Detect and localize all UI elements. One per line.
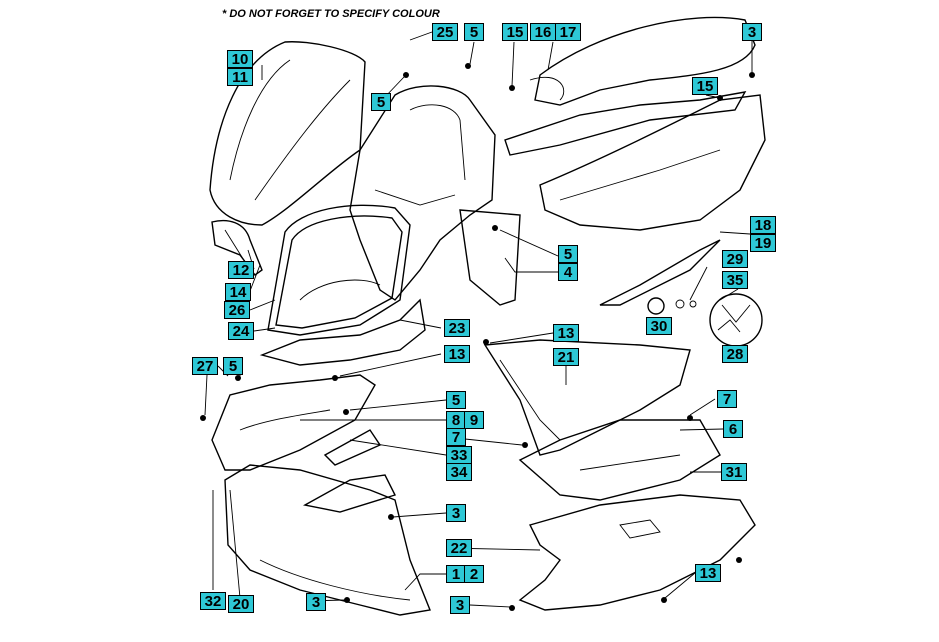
callout-4[interactable]: 4 — [558, 263, 578, 281]
callout-10[interactable]: 10 — [227, 50, 253, 68]
callout-2[interactable]: 2 — [464, 565, 484, 583]
callout-5[interactable]: 5 — [371, 93, 391, 111]
callout-3[interactable]: 3 — [742, 23, 762, 41]
callout-35[interactable]: 35 — [722, 271, 748, 289]
callout-8[interactable]: 8 — [446, 411, 466, 429]
callout-17[interactable]: 17 — [555, 23, 581, 41]
callout-13[interactable]: 13 — [553, 324, 579, 342]
callout-16[interactable]: 16 — [530, 23, 556, 41]
callout-29[interactable]: 29 — [722, 250, 748, 268]
callout-14[interactable]: 14 — [225, 283, 251, 301]
callout-1[interactable]: 1 — [446, 565, 466, 583]
callout-31[interactable]: 31 — [721, 463, 747, 481]
callout-15[interactable]: 15 — [502, 23, 528, 41]
lower-skirt-part — [518, 494, 756, 611]
callout-28[interactable]: 28 — [722, 345, 748, 363]
callout-32[interactable]: 32 — [200, 592, 226, 610]
colour-note: * DO NOT FORGET TO SPECIFY COLOUR — [222, 8, 440, 20]
callout-3[interactable]: 3 — [446, 504, 466, 522]
callout-13[interactable]: 13 — [695, 564, 721, 582]
front-mudguard-part — [224, 464, 431, 616]
callout-20[interactable]: 20 — [228, 595, 254, 613]
callout-3[interactable]: 3 — [450, 596, 470, 614]
callout-27[interactable]: 27 — [192, 357, 218, 375]
rear-top-cover-part — [504, 16, 756, 156]
front-cover-part — [211, 374, 382, 471]
callout-5[interactable]: 5 — [223, 357, 243, 375]
callout-34[interactable]: 34 — [446, 463, 472, 481]
callout-18[interactable]: 18 — [750, 216, 776, 234]
callout-7[interactable]: 7 — [717, 390, 737, 408]
callout-13[interactable]: 13 — [444, 345, 470, 363]
inner-shield-part — [349, 85, 521, 306]
callout-5[interactable]: 5 — [446, 391, 466, 409]
callout-22[interactable]: 22 — [446, 539, 472, 557]
footboard-part — [483, 339, 721, 501]
callout-24[interactable]: 24 — [228, 322, 254, 340]
callout-5[interactable]: 5 — [464, 23, 484, 41]
callout-15[interactable]: 15 — [692, 77, 718, 95]
side-panel-part — [539, 94, 766, 306]
callout-9[interactable]: 9 — [464, 411, 484, 429]
callout-25[interactable]: 25 — [432, 23, 458, 41]
callout-3[interactable]: 3 — [306, 593, 326, 611]
callout-33[interactable]: 33 — [446, 446, 472, 464]
screw-parts — [200, 63, 755, 611]
callout-30[interactable]: 30 — [646, 317, 672, 335]
glovebox-part — [267, 204, 411, 336]
callout-21[interactable]: 21 — [553, 348, 579, 366]
callout-5[interactable]: 5 — [558, 245, 578, 263]
callout-26[interactable]: 26 — [224, 301, 250, 319]
front-lower-shield-part — [259, 298, 426, 366]
callout-6[interactable]: 6 — [723, 420, 743, 438]
callout-19[interactable]: 19 — [750, 234, 776, 252]
callout-23[interactable]: 23 — [444, 319, 470, 337]
callout-12[interactable]: 12 — [228, 261, 254, 279]
callout-7[interactable]: 7 — [446, 428, 466, 446]
callout-11[interactable]: 11 — [227, 68, 253, 86]
